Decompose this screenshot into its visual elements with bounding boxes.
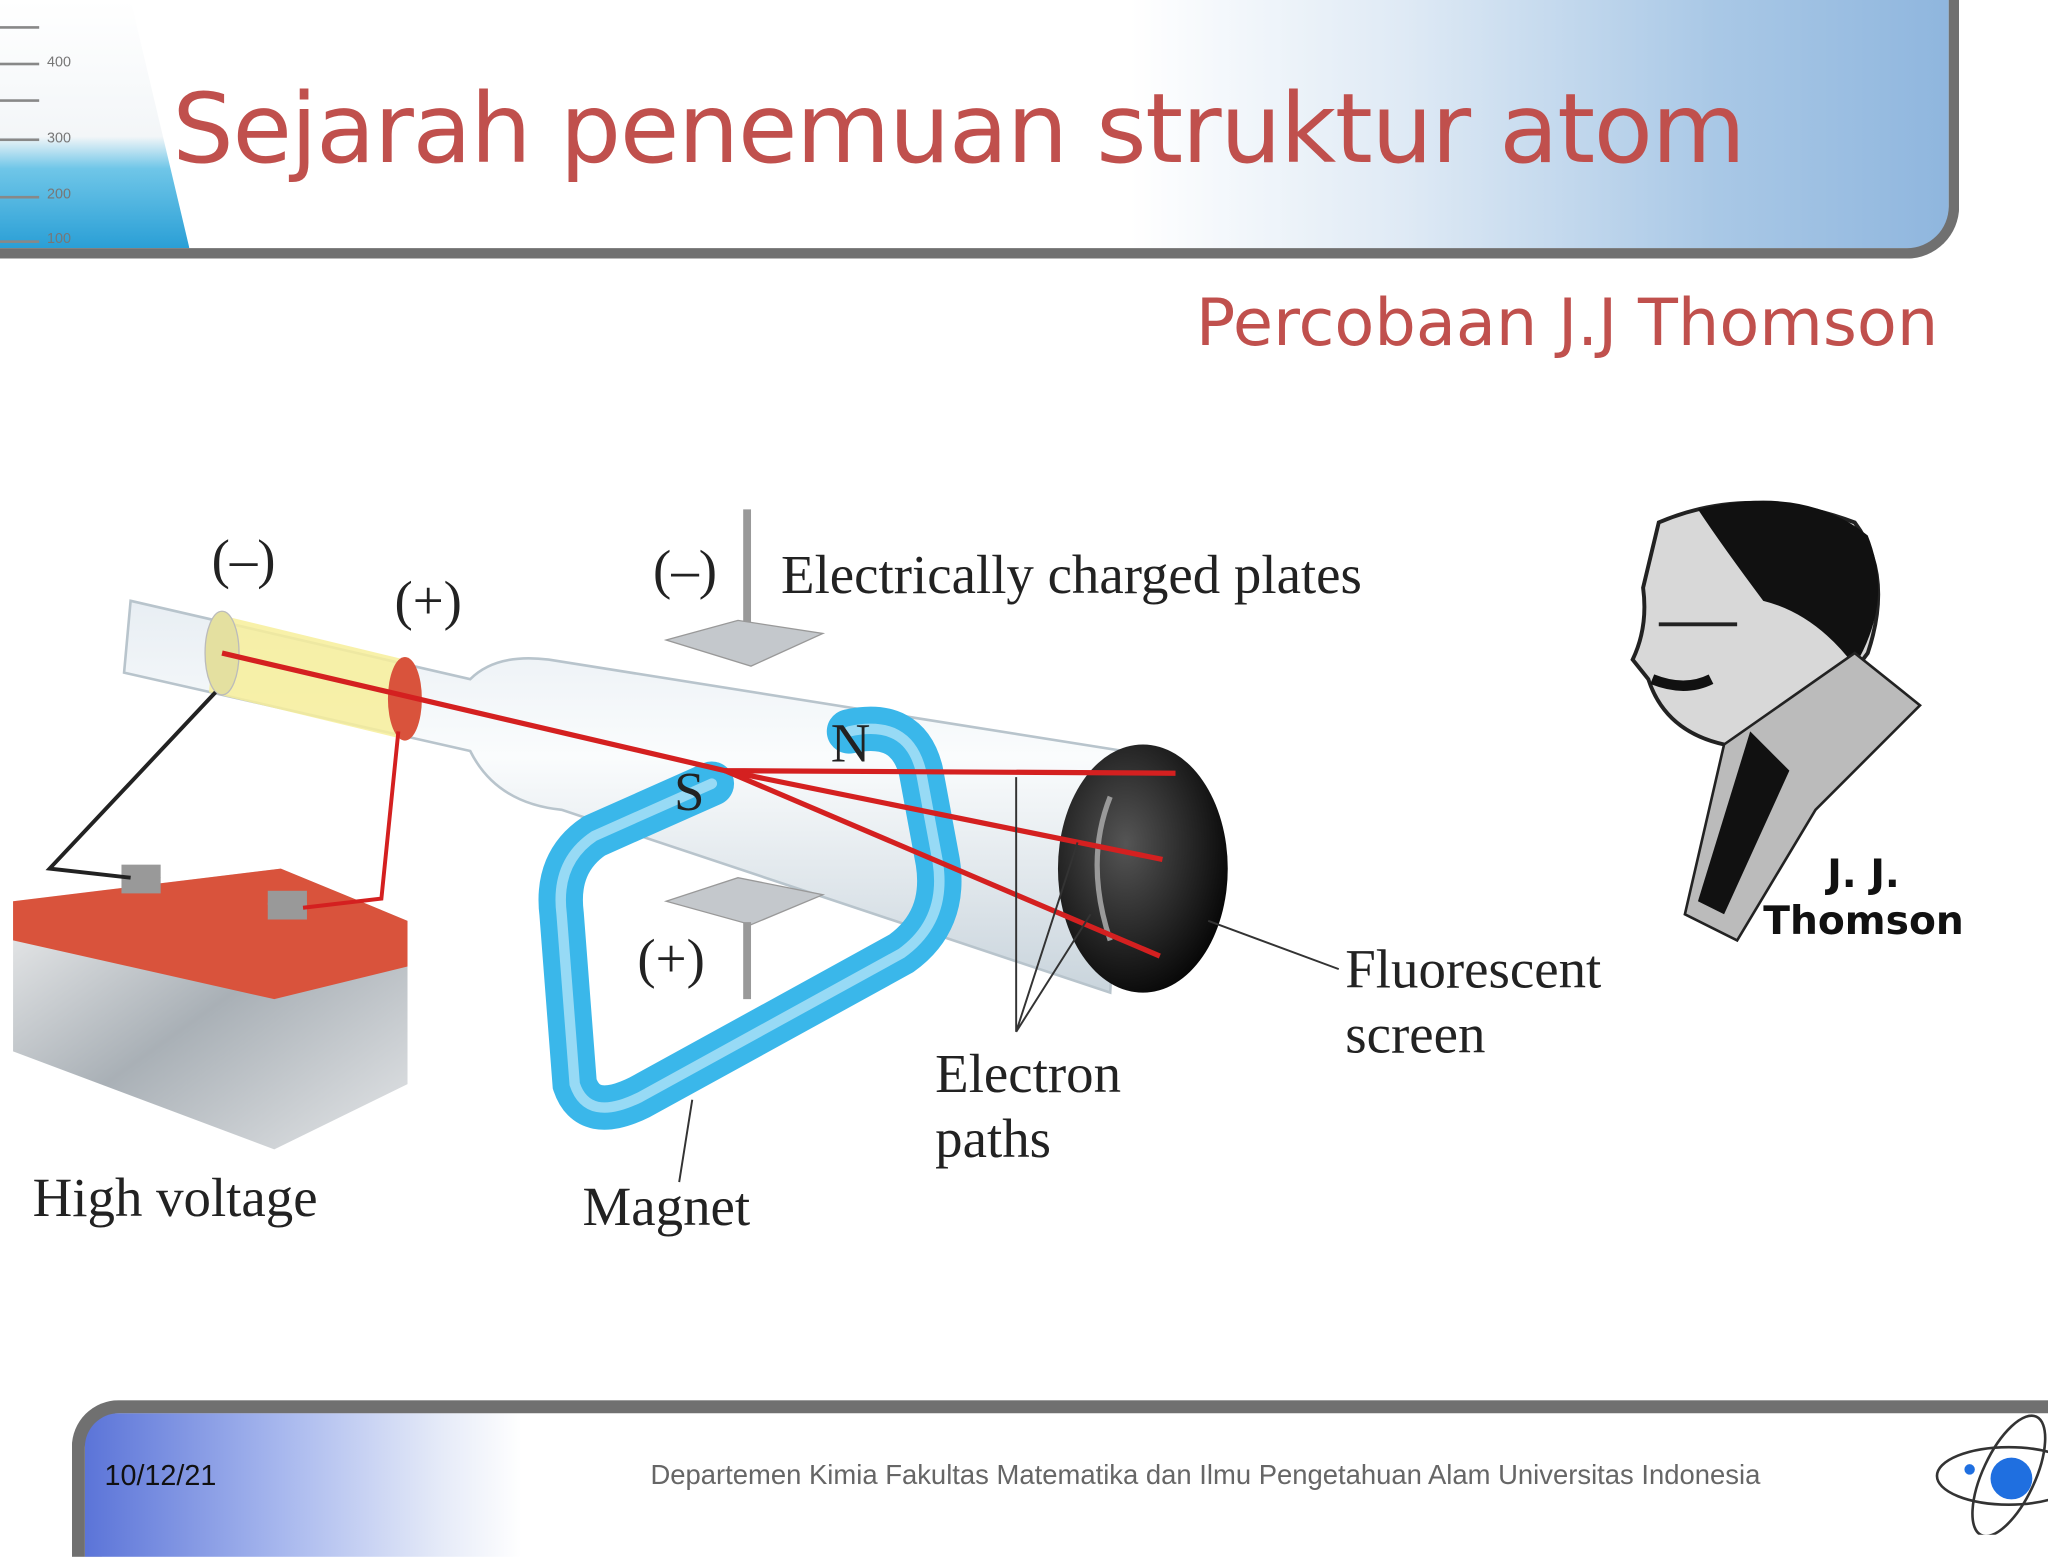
magnet-south-label: S (673, 762, 705, 823)
slide-footer (71, 1400, 2048, 1557)
anode (387, 656, 422, 741)
wire-positive (302, 731, 401, 910)
slide-subtitle: Percobaan J.J Thomson (1195, 284, 1939, 361)
slide-header: 400 300 200 100 (0, 0, 1960, 259)
beaker-mark: 100 (47, 231, 71, 247)
wire-negative (45, 690, 217, 880)
cathode-sign-label: (–) (211, 530, 276, 591)
atom-logo-icon (1935, 1414, 2048, 1535)
portrait-caption: J. J.Thomson (1763, 852, 1964, 946)
beaker-mark: 400 (47, 54, 71, 71)
top-plate-sign-label: (–) (653, 540, 718, 601)
jj-thomson-portrait (1630, 500, 1922, 943)
slide-title: Sejarah penemuan struktur atom (172, 73, 1745, 186)
electron-paths-line2: paths (935, 1110, 1051, 1171)
screen-label-line1: Fluorescent (1345, 940, 1602, 1001)
electron-beam (221, 650, 1176, 959)
magnet-north-label: N (830, 714, 871, 775)
plates-label: Electrically charged plates (781, 545, 1362, 607)
footer-date: 10/12/21 (104, 1458, 217, 1492)
anode-sign-label: (+) (394, 572, 462, 633)
portrait-caption-line2: Thomson (1763, 898, 1964, 945)
screen-label-line2: screen (1345, 1005, 1486, 1066)
beaker-mark: 300 (47, 130, 71, 147)
beaker-mark: 200 (47, 186, 71, 203)
electron-paths-line1: Electron (935, 1044, 1121, 1105)
footer-department: Departemen Kimia Fakultas Matematika dan… (650, 1460, 1761, 1491)
fluorescent-screen (1057, 744, 1228, 993)
portrait-caption-line1: J. J. (1827, 851, 1900, 898)
magnet-label: Magnet (582, 1178, 751, 1239)
cathode-yellow-region (208, 613, 405, 738)
bottom-charged-plate (663, 877, 826, 926)
bottom-plate-sign-label: (+) (637, 929, 705, 991)
top-charged-plate (663, 619, 826, 667)
high-voltage-label: High voltage (32, 1168, 318, 1230)
